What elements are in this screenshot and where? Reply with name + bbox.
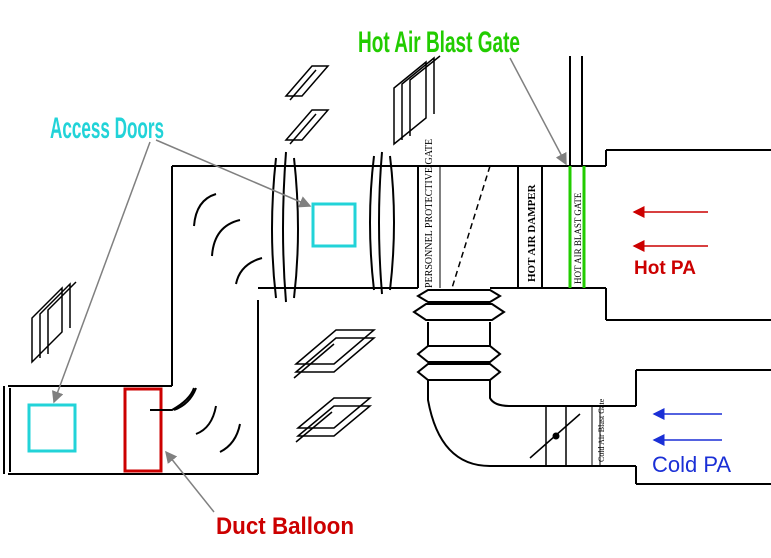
flex-joint-right xyxy=(369,151,395,295)
panel-stack-icon xyxy=(393,55,441,146)
access-doors-callout: Access Doors xyxy=(50,112,164,145)
hot-air-damper-label: HOT AIR DAMPER xyxy=(526,183,538,282)
cold-pa-label: Cold PA xyxy=(652,452,731,477)
leader-lines xyxy=(52,57,567,513)
turning-vanes-upper xyxy=(193,193,263,285)
access-door-lower xyxy=(27,403,77,453)
balloon-hose xyxy=(150,387,195,411)
hot-air-damper: HOT AIR DAMPER xyxy=(517,166,543,288)
duct-balloon xyxy=(123,387,163,473)
flex-joint-left xyxy=(271,151,299,303)
panel-stack-icon xyxy=(31,281,77,364)
panel-stack-icon xyxy=(293,329,377,379)
left-arrow-icon xyxy=(652,408,722,446)
hot-air-blast-gate-callout: Hot Air Blast Gate xyxy=(358,26,520,59)
vertical-bellows xyxy=(412,289,506,390)
hot-air-blast-gate-label: HOT AIR BLAST GATE xyxy=(573,192,583,284)
turning-vanes-lower xyxy=(173,387,241,453)
panel-stack-icon xyxy=(295,397,373,443)
personnel-protective-gate: PERSONNEL PROTECTIVE GATE xyxy=(417,139,491,289)
hot-pa-label: Hot PA xyxy=(634,258,696,279)
panel-stack-icon xyxy=(284,65,330,145)
access-door-upper xyxy=(311,202,357,248)
personnel-gate-label: PERSONNEL PROTECTIVE GATE xyxy=(424,139,435,288)
cold-air-blast-gate-label: Cold Air Blast Gate xyxy=(597,398,606,462)
duct-balloon-callout: Duct Balloon xyxy=(216,513,354,540)
cold-air-damper xyxy=(529,406,601,466)
hot-air-blast-gate: HOT AIR BLAST GATE xyxy=(568,166,586,288)
left-arrow-icon xyxy=(632,206,708,252)
